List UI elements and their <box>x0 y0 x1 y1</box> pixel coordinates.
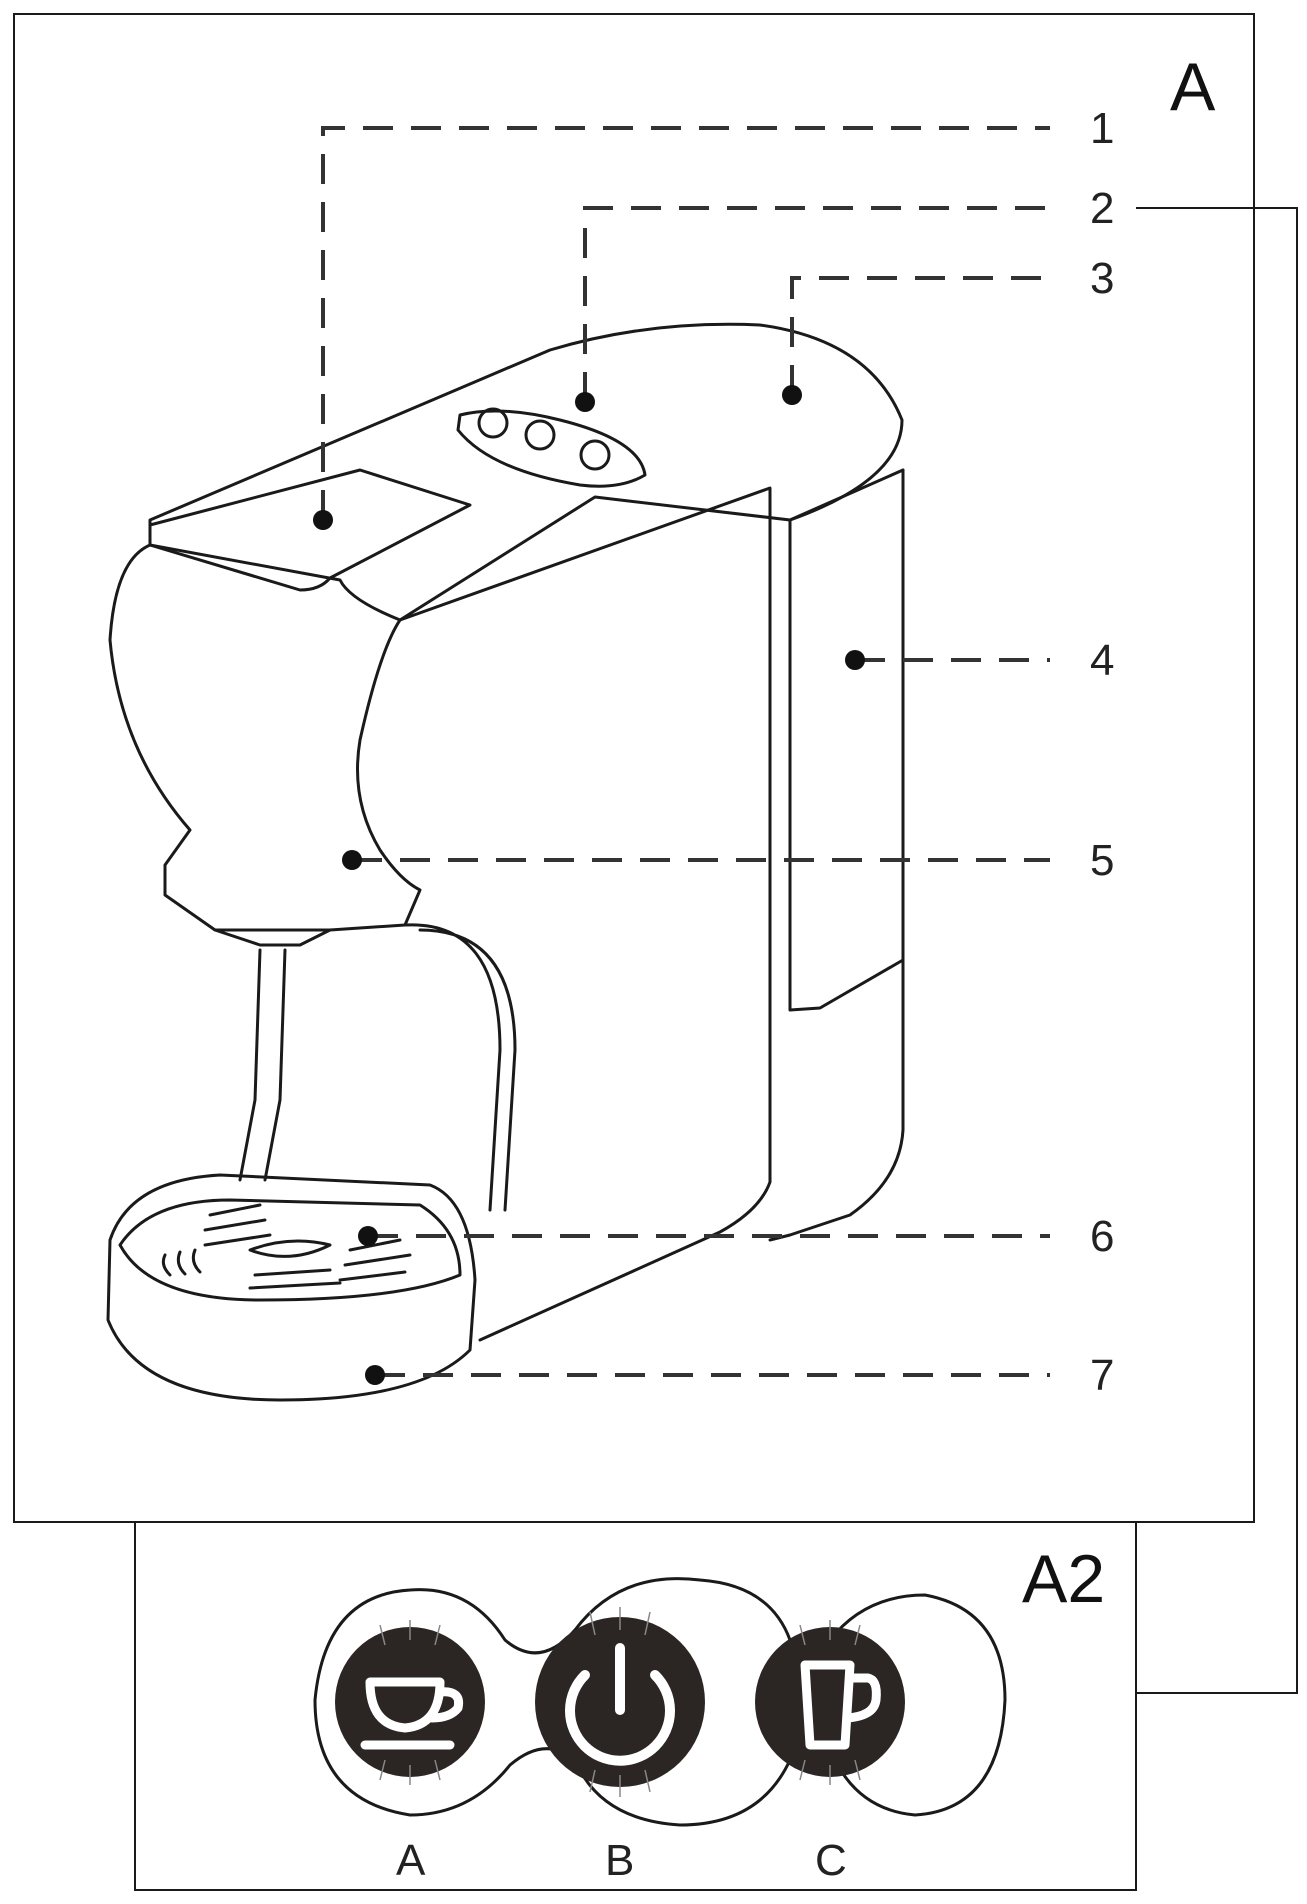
button-tick-marks <box>379 1607 861 1797</box>
panel-a2-label: A2 <box>1022 1541 1105 1617</box>
spout <box>213 928 332 947</box>
body-front <box>398 486 772 1342</box>
callout-number-7: 7 <box>1090 1351 1114 1400</box>
control-panel-closeup <box>313 1577 1007 1827</box>
panel-a-frame <box>13 13 1255 1523</box>
mug-icon <box>800 1660 881 1750</box>
callout-lines <box>313 126 1050 1385</box>
callout-number-2: 2 <box>1090 184 1114 233</box>
machine-head <box>108 543 422 932</box>
capsule-lid <box>148 468 472 592</box>
callout-number-5: 5 <box>1090 836 1114 885</box>
coffee-machine-illustration <box>106 322 905 1402</box>
callout-number-1: 1 <box>1090 104 1114 153</box>
callout-number-3: 3 <box>1090 254 1114 303</box>
top-lid <box>148 322 904 622</box>
button-a[interactable] <box>335 1627 485 1777</box>
top-control-panel <box>456 407 647 488</box>
tank-top-edge <box>788 468 905 522</box>
drip-tray-slots <box>161 1203 412 1290</box>
cup-stand-rail <box>238 948 287 1182</box>
callout-number-6: 6 <box>1090 1212 1114 1261</box>
button-a-label: A <box>396 1836 426 1885</box>
button-b[interactable] <box>535 1617 705 1787</box>
body-side <box>768 468 905 1242</box>
panel-a-label: A <box>1170 49 1216 125</box>
drip-tray <box>106 1173 477 1402</box>
button-b-label: B <box>605 1836 634 1885</box>
water-tank-window <box>788 518 905 1012</box>
button-c-label: C <box>815 1836 847 1885</box>
drip-tray-grid <box>118 1198 462 1302</box>
button-c[interactable] <box>755 1627 905 1777</box>
callout-2-connector <box>1136 207 1298 1694</box>
cup-stand-rail-right <box>403 923 517 1212</box>
power-icon <box>565 1643 675 1766</box>
espresso-cup-icon <box>360 1677 464 1750</box>
callout-number-4: 4 <box>1090 636 1114 685</box>
panel-a2-frame <box>134 1522 1137 1891</box>
